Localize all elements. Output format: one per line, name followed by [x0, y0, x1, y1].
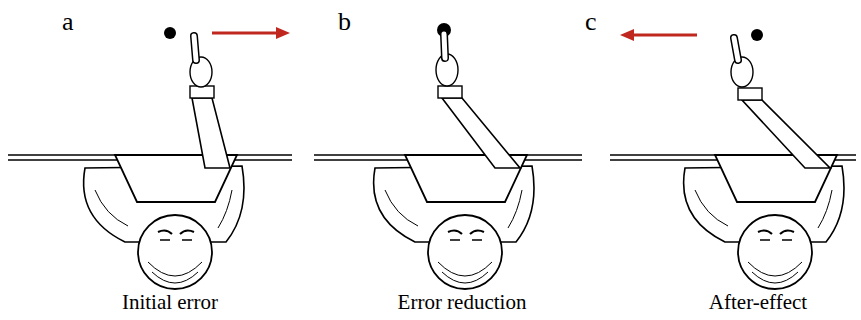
panel-letter: c	[585, 8, 597, 37]
panel-caption: After-effect	[709, 291, 807, 314]
panel-caption: Initial error	[122, 291, 218, 314]
panel-letter: a	[62, 8, 74, 37]
panel-caption: Error reduction	[398, 291, 527, 314]
panel-letter: b	[338, 8, 351, 37]
